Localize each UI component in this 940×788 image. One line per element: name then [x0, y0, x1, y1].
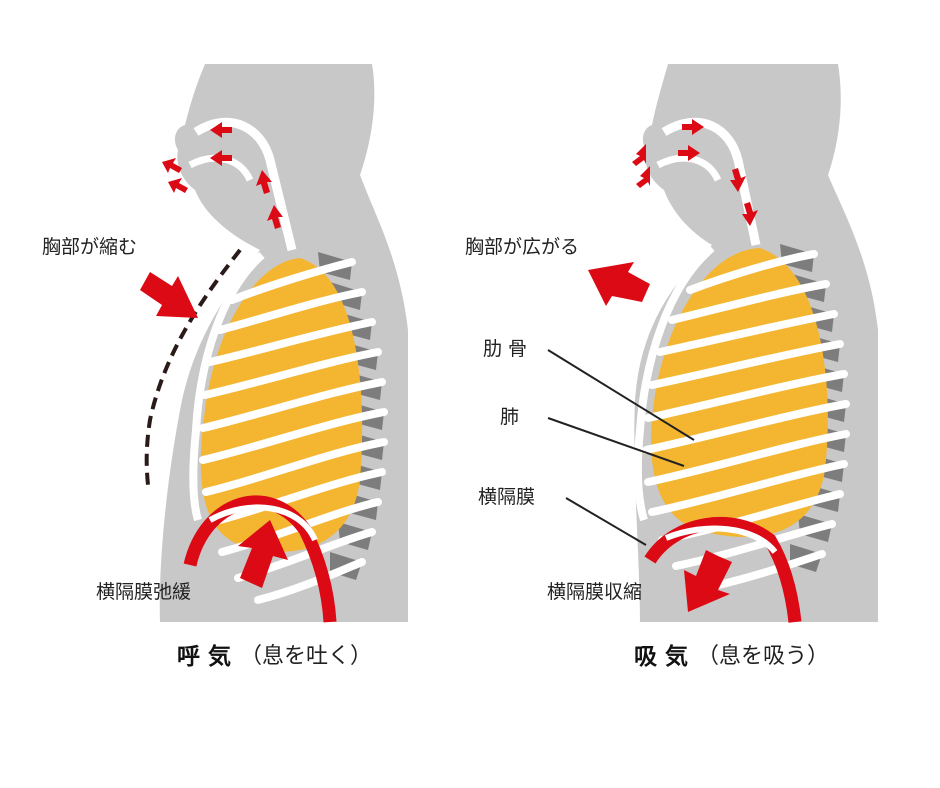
inhale-lung-label: 肺	[500, 406, 519, 428]
inhale-diaphragm-action-label: 横隔膜収縮	[547, 581, 642, 603]
exhale-figure	[140, 64, 408, 623]
inhale-caption-sub: （息を吸う）	[697, 644, 829, 669]
inhale-figure	[547, 64, 878, 623]
exhale-diaphragm-arrow-icon	[238, 520, 288, 588]
exhale-diaphragm-label: 横隔膜弛緩	[96, 581, 191, 603]
inhale-caption-title: 吸 気	[634, 643, 688, 670]
exhale-ribs	[199, 258, 388, 604]
inhale-diaphragm-arrow-icon	[684, 550, 732, 612]
inhale-diaphragm-label: 横隔膜	[478, 486, 535, 508]
inhale-ribs	[642, 250, 850, 594]
inhale-chest-label: 胸部が広がる	[465, 236, 579, 258]
inhale-lung	[651, 248, 828, 537]
inhale-rib-label: 肋 骨	[483, 338, 527, 360]
inhale-airway	[661, 117, 761, 246]
exhale-airway	[193, 117, 297, 252]
exhale-chest-arrow-icon	[140, 272, 198, 318]
exhale-chest-dashed-line	[144, 248, 242, 486]
inhale-chest-arrow-icon	[588, 262, 650, 306]
exhale-caption-sub: （息を吐く）	[240, 644, 372, 669]
exhale-chest-label: 胸部が縮む	[42, 236, 137, 258]
exhale-airflow-arrows	[162, 122, 283, 229]
inhale-airflow-arrows	[632, 119, 758, 226]
inhale-leader-lines	[547, 349, 695, 546]
exhale-caption-title: 呼 気	[177, 643, 231, 670]
